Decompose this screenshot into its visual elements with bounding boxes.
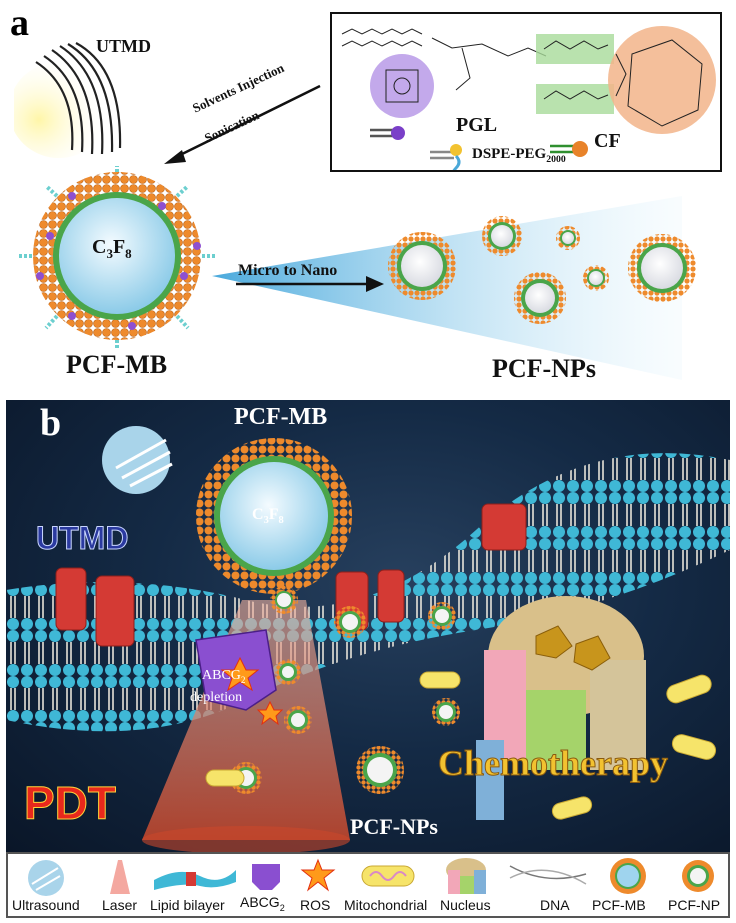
pgl-label: PGL <box>456 114 498 136</box>
pcf-mb-bubble <box>18 166 216 348</box>
pdt-label: PDT <box>24 777 117 830</box>
micro-to-nano-label: Micro to Nano <box>238 262 338 279</box>
mitochondria-icon <box>361 865 415 887</box>
legend: Ultrasound Laser Lipid bilayer ABCG2 ROS… <box>6 852 730 918</box>
c3f8-label-a: C3F8 <box>92 236 132 261</box>
panel-b-letter: b <box>40 402 62 444</box>
legend-laser: Laser <box>102 897 138 913</box>
nucleus-icon <box>476 596 646 820</box>
nucleus-legend-icon <box>446 858 486 894</box>
cf-glyph-icon <box>550 141 588 157</box>
legend-nucleus: Nucleus <box>440 897 491 913</box>
components-inset: PGL CF DSPE-PEG2000 <box>330 12 722 172</box>
abcg2-depletion-label: ABCG2 <box>202 668 246 685</box>
abcg2-icon <box>252 864 280 890</box>
legend-abcg2: ABCG2 <box>240 894 285 913</box>
pcf-mb-legend-icon <box>610 858 646 894</box>
laser-cone <box>142 600 350 840</box>
ros-icon <box>220 656 284 726</box>
panel-a-letter: a <box>10 2 29 44</box>
molecular-structures <box>341 26 716 170</box>
ultrasound-icon <box>28 860 64 896</box>
legend-mitochondrial: Mitochondrial <box>344 897 428 913</box>
laser-icon <box>110 860 130 894</box>
ultrasound-probe-icon <box>102 426 173 494</box>
depletion-label: depletion <box>190 690 243 705</box>
lipid-bilayer <box>6 453 730 732</box>
utmd-label-a: UTMD <box>96 36 151 56</box>
mitochondria-icons <box>205 671 717 820</box>
chemotherapy-label: Chemotherapy <box>438 743 669 784</box>
legend-lipid-bilayer: Lipid bilayer <box>150 897 225 913</box>
dspe-peg-label: DSPE-PEG2000 <box>472 146 566 165</box>
ros-legend-icon <box>300 858 336 892</box>
pcf-np-legend-icon <box>682 860 714 892</box>
legend-pcf-mb: PCF-MB <box>592 897 646 913</box>
utmd-label-b: UTMD <box>35 520 129 557</box>
utmd-wave-icon <box>14 42 122 158</box>
panel-b-scene <box>6 426 730 852</box>
pcf-mb-bubble-b <box>196 438 352 594</box>
pcf-mb-label-b: PCF-MB <box>234 404 328 430</box>
panel-b: b PCF-MB UTMD C3F8 ABCG2 depletion PDT P… <box>6 400 730 852</box>
synthesis-arrow <box>164 84 321 164</box>
legend-ultrasound: Ultrasound <box>12 897 80 913</box>
legend-pcf-np: PCF-NP <box>668 897 721 913</box>
pcf-mb-label-a: PCF-MB <box>66 350 168 379</box>
legend-ros: ROS <box>300 897 331 913</box>
lipid-bilayer-icon <box>154 870 236 890</box>
pcf-nps-label-a: PCF-NPs <box>492 354 596 383</box>
pcf-nps-group <box>388 216 696 324</box>
c3f8-label-b: C3F8 <box>252 506 284 527</box>
cf-cyclodextrin-icon <box>608 26 716 134</box>
dna-icon <box>509 865 587 885</box>
pgl-glyph-icon <box>370 126 405 140</box>
pgl-porphyrin-icon <box>370 54 434 118</box>
dspe-peg-glyph-icon <box>430 144 462 170</box>
legend-dna: DNA <box>540 897 570 913</box>
cf-label: CF <box>594 130 621 152</box>
pcf-nps-label-b: PCF-NPs <box>350 814 438 839</box>
